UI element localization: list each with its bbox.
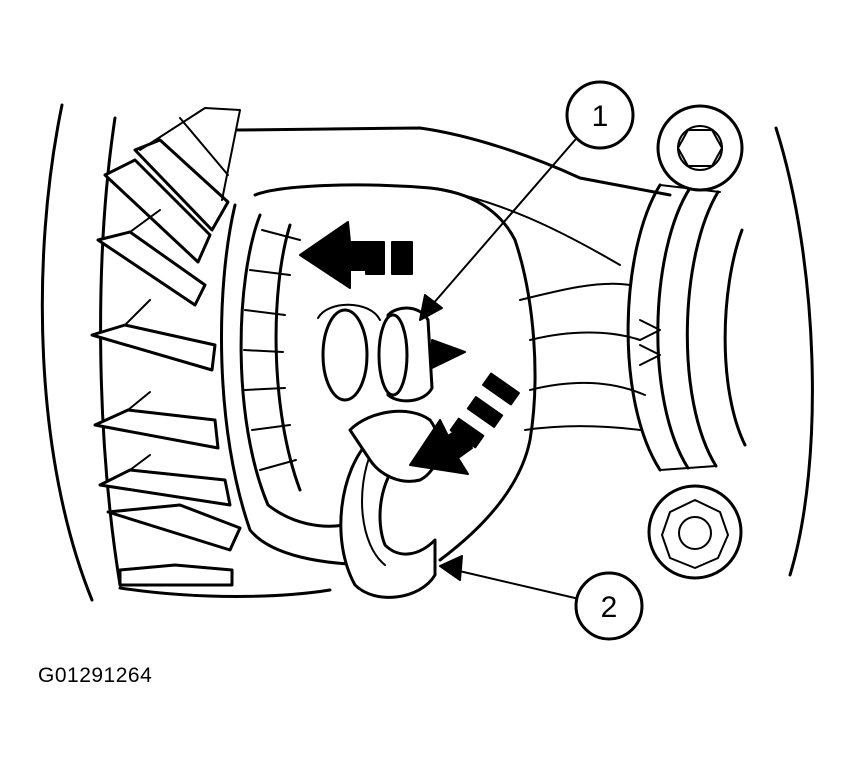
callout-2-number: 2 [601,591,618,624]
callout-1-number: 1 [592,100,609,133]
ring-gear [90,107,242,587]
bearing-cap-bolt-top [656,104,744,192]
callout-2: 2 [439,555,644,641]
pinion-gear-front [377,306,466,403]
figure-code: G01291264 [38,664,153,687]
motion-arrow-left [299,221,413,289]
axle-housing-outline [40,103,814,602]
differential-case [219,126,672,567]
motion-arrow-down-left [409,372,520,475]
pinion-gear-rear [317,303,381,402]
bearing-cap-bolt-bottom [647,484,743,580]
bearing-cap [626,183,747,472]
side-gear [239,213,362,528]
lifting-hook [339,409,441,599]
callout-1: 1 [419,80,635,321]
